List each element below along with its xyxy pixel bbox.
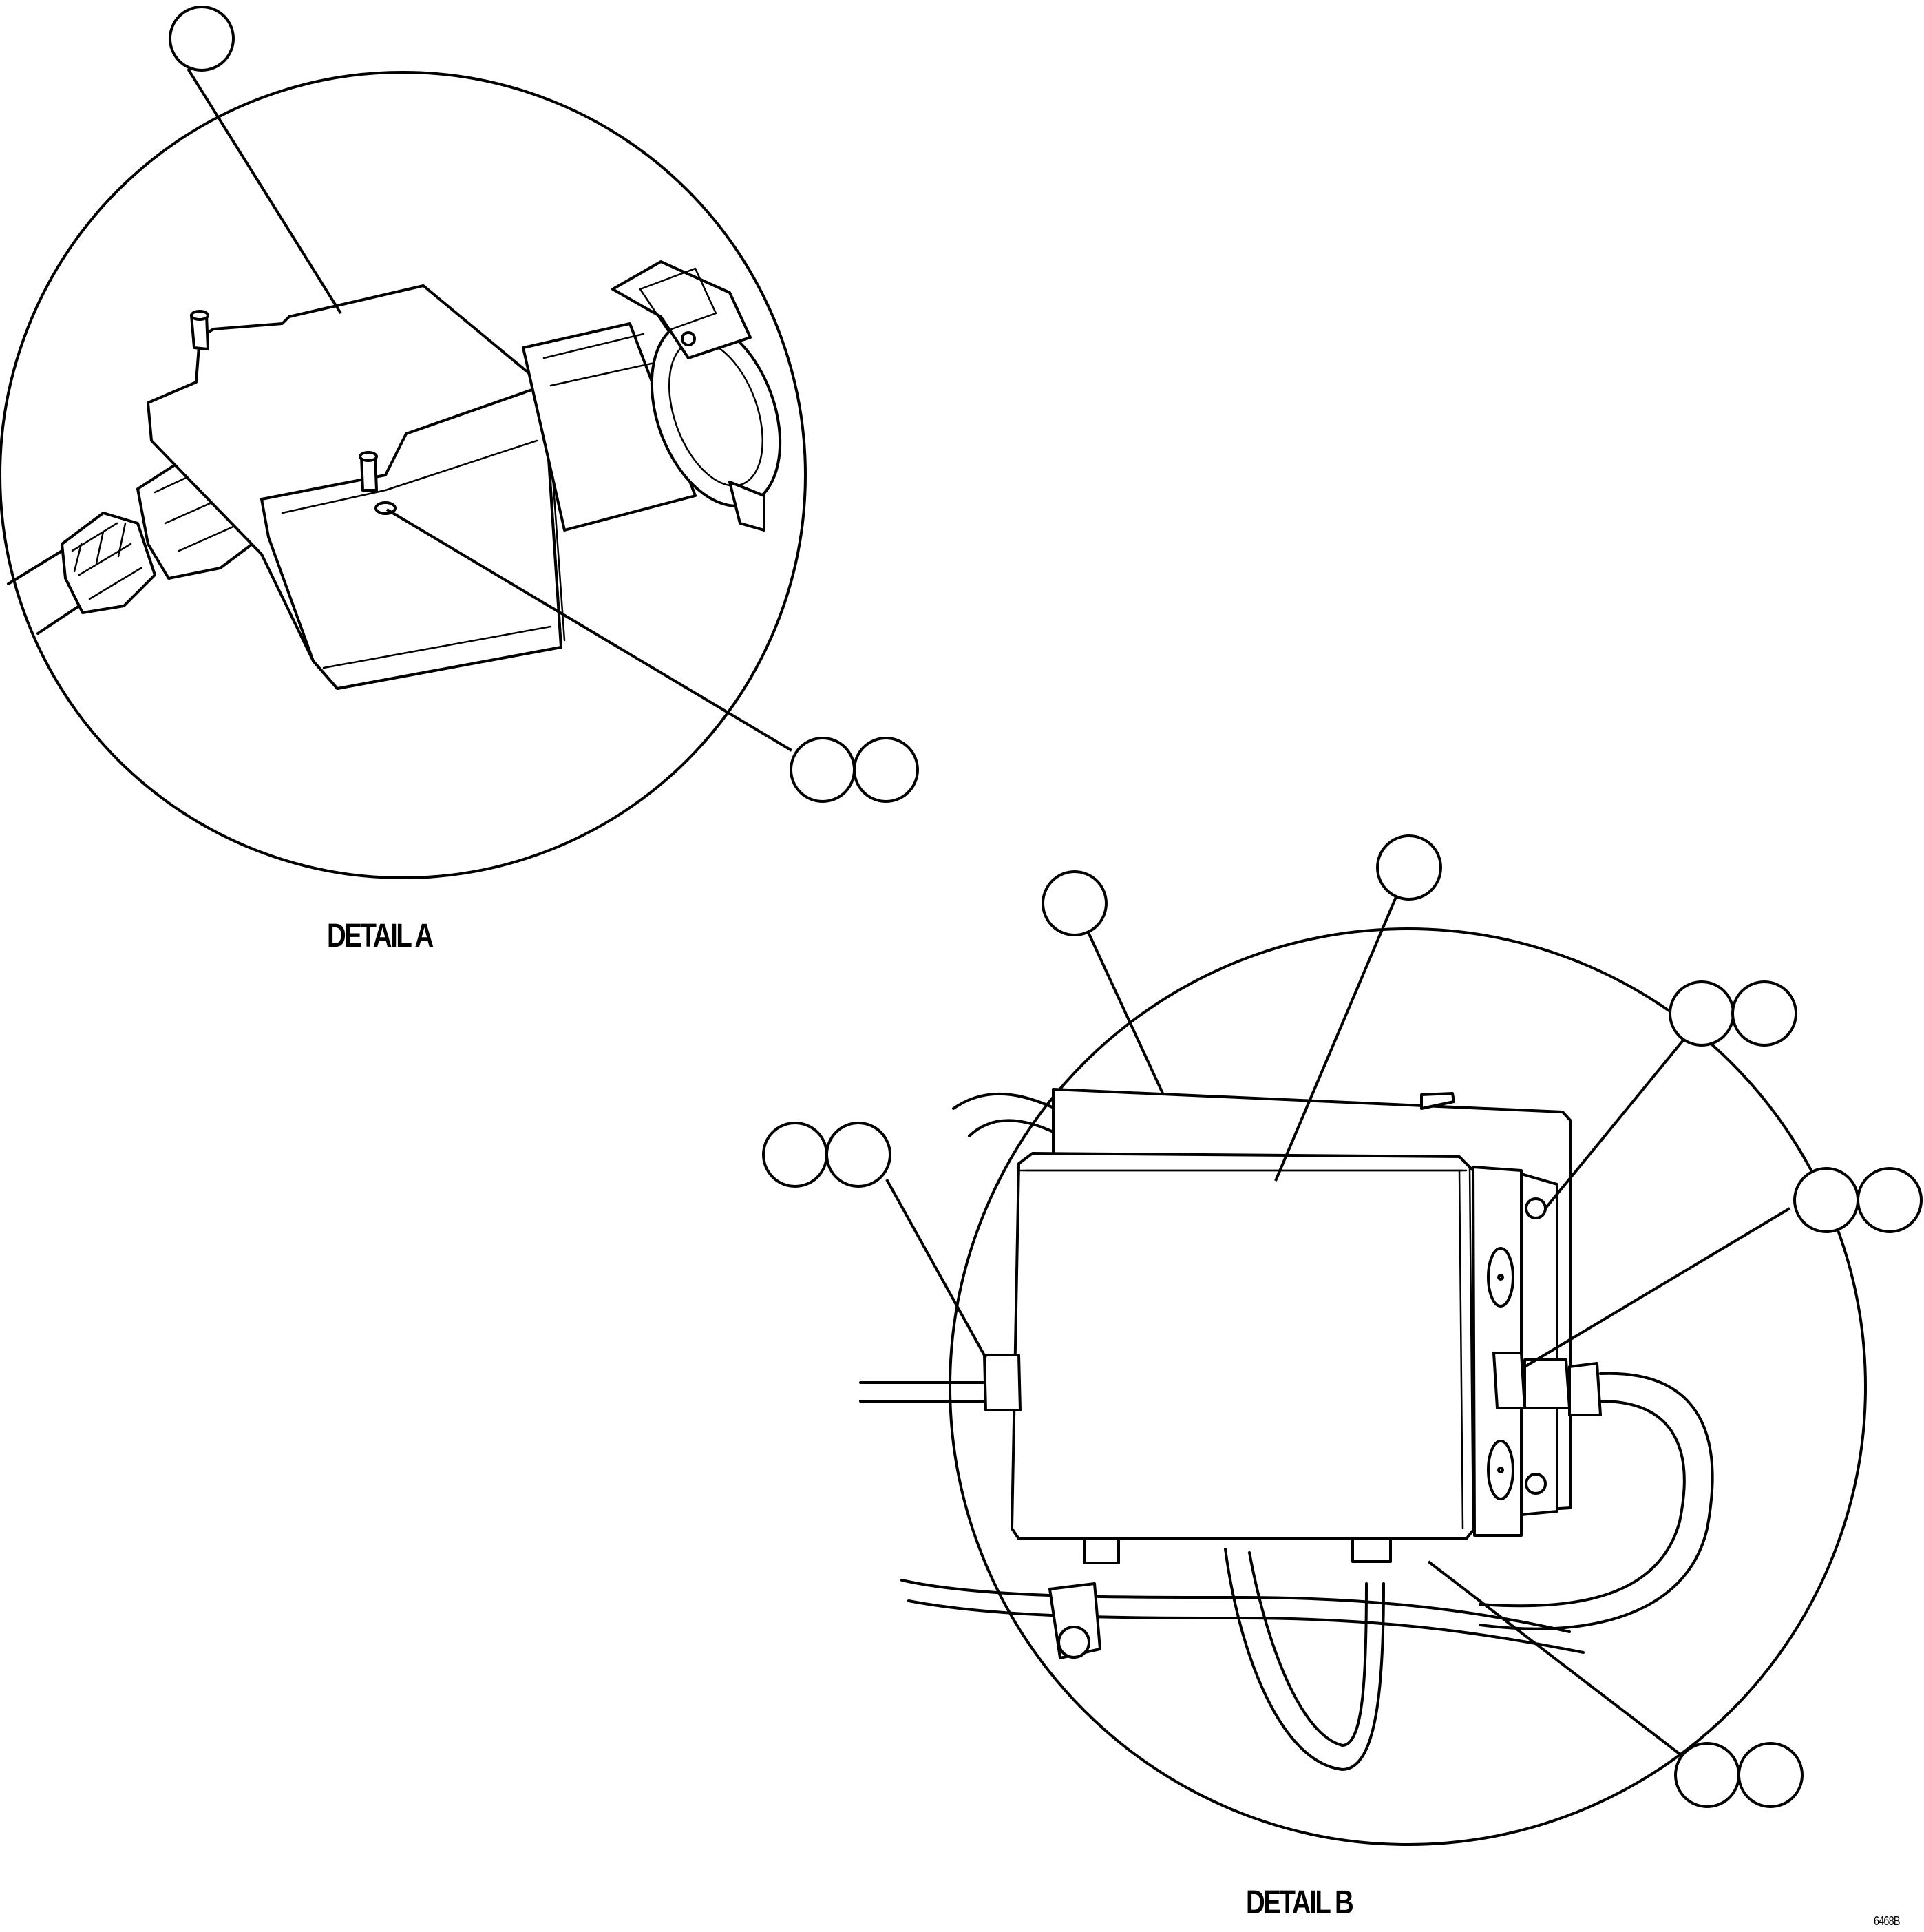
detail-a-callout-balloon-3[interactable] — [853, 737, 919, 803]
detail-a — [0, 6, 919, 879]
detail-b-leader-6 — [1427, 1560, 1688, 1761]
detail-a-caption: DETAIL A — [327, 918, 434, 954]
detail-b-callout-balloon-10[interactable] — [1737, 1742, 1804, 1808]
detail-b-callout-balloon-4[interactable] — [1731, 980, 1797, 1047]
detail-b-callout-balloon-9[interactable] — [1674, 1742, 1740, 1808]
detail-b-leader-5 — [885, 1179, 987, 1358]
detail-b-callout-balloon-8[interactable] — [825, 1122, 891, 1188]
detail-b — [762, 834, 1923, 1846]
detail-b-callout-balloon-2[interactable] — [1376, 834, 1442, 901]
detail-b-caption: DETAIL B — [1246, 1884, 1354, 1921]
detail-b-junction-box-drawing — [859, 1088, 1714, 1771]
detail-a-callout-balloon-1[interactable] — [169, 6, 235, 72]
detail-b-callout-balloon-7[interactable] — [762, 1122, 828, 1188]
detail-b-callout-balloon-3[interactable] — [1669, 980, 1735, 1047]
detail-b-leader-1 — [1086, 930, 1165, 1095]
detail-a-callout-balloon-2[interactable] — [790, 737, 856, 803]
detail-b-callout-balloon-6[interactable] — [1857, 1167, 1923, 1233]
detail-b-circle — [949, 927, 1867, 1846]
detail-b-callout-balloon-5[interactable] — [1793, 1167, 1859, 1233]
detail-b-leader-4 — [1523, 1207, 1791, 1368]
detail-b-callout-balloon-1[interactable] — [1042, 870, 1108, 936]
detail-a-leader-1 — [187, 67, 342, 315]
detail-a-leader-2 — [385, 508, 793, 752]
detail-b-leader-3 — [1544, 1035, 1688, 1210]
detail-a-connector-drawing — [7, 260, 782, 690]
detail-a-circle — [0, 71, 807, 879]
detail-b-leader-2 — [1274, 893, 1399, 1182]
figure-code: 6468B — [1874, 1914, 1900, 1928]
